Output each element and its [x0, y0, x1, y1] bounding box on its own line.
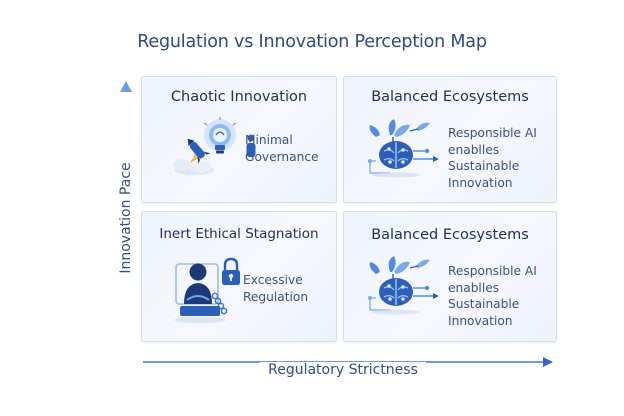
page-title: Regulation vs Innovation Perception Map — [137, 32, 487, 52]
quadrant-description: Responsible AI enablles Sustainable Inno… — [448, 126, 537, 190]
quadrant-balanced-ecosystems-bottom: Balanced Ecosystems — [343, 211, 557, 342]
brain-circuit-plant-icon — [360, 115, 444, 185]
y-axis-label: Innovation Pace — [118, 162, 134, 274]
quadrant-title: Balanced Ecosystems — [371, 227, 529, 243]
quadrant-title: Chaotic Innovation — [170, 89, 308, 105]
x-axis-arrowhead — [543, 357, 553, 367]
quadrant-balanced-ecosystems-top: Balanced Ecosystems — [343, 76, 557, 203]
quadrant-description: Minimal Governance — [245, 133, 319, 164]
locked-person-icon — [174, 256, 242, 332]
quadrant-inert-ethical-stagnation: Inert Ethical Stagnation Exces — [141, 211, 337, 342]
x-axis-label: Regulatory Strictness — [260, 362, 426, 378]
quadrant-description: Responsible AI enablles Sustainable Inno… — [448, 264, 537, 328]
quadrant-title: Balanced Ecosystems — [371, 89, 529, 105]
quadrant-chaotic-innovation: Chaotic Innovation — [141, 76, 337, 203]
quadrant-description: Excessive Regulation — [243, 273, 309, 304]
quadrant-title: Inert Ethical Stagnation — [159, 226, 319, 242]
brain-circuit-plant-icon — [360, 252, 444, 322]
rocket-lightbulb-icon — [170, 115, 262, 181]
y-axis-arrowhead — [120, 81, 132, 92]
